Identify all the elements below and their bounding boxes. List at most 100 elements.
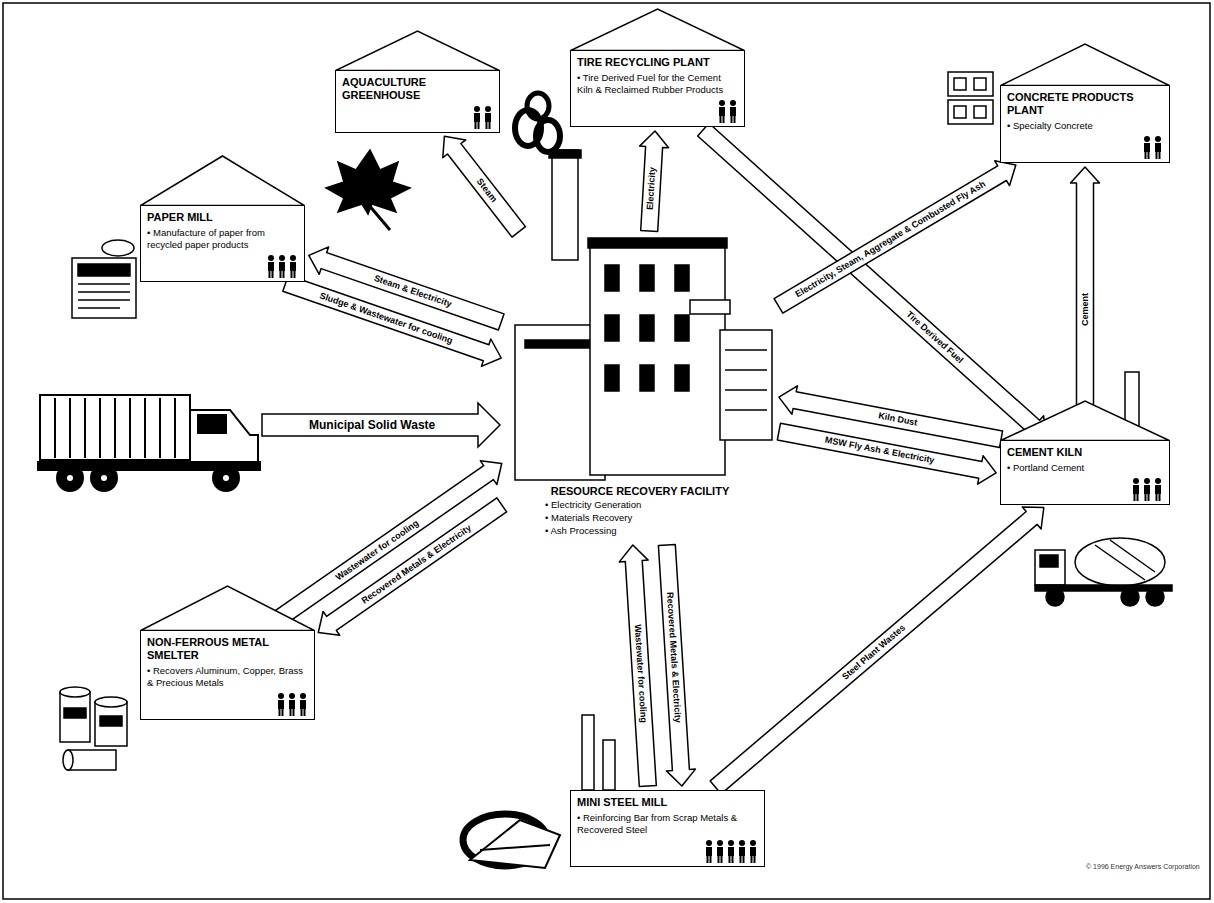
worker-figure-part (732, 856, 734, 863)
node-heading: CONCRETE PRODUCTS PLANT (1007, 91, 1163, 117)
node-body: • Recovers Aluminum, Copper, Brass & Pre… (147, 665, 308, 689)
worker-figure-part (751, 856, 753, 863)
scrap-pile-part (470, 820, 560, 868)
worker-figure-part (279, 709, 281, 716)
worker-figure-part (489, 122, 491, 129)
worker-figure-part (478, 122, 480, 129)
metal-cans-part (60, 687, 90, 697)
worker-figure-part (1144, 136, 1150, 142)
worker-figure-part (282, 709, 284, 716)
flow-arrow (261, 461, 502, 635)
input-label: Municipal Solid Waste (307, 418, 437, 432)
worker-figure-part (1145, 494, 1147, 501)
flow-arrow (318, 498, 506, 635)
flow-label: Recovered Metals & Electricity (358, 521, 475, 607)
worker-figure (728, 840, 734, 863)
facility-building-part (605, 265, 619, 291)
worker-figure-part (290, 262, 296, 271)
newspaper-figure-part (78, 291, 130, 293)
flow-arrow (619, 545, 656, 787)
roof-shape (1000, 44, 1169, 86)
worker-figure-part (1133, 478, 1139, 484)
node-heading: NON-FERROUS METAL SMELTER (147, 636, 308, 662)
worker-figure-part (740, 856, 742, 863)
flow-arrow-shape (318, 498, 506, 635)
worker-figure-part (723, 116, 725, 123)
worker-figure-part (1155, 136, 1161, 142)
worker-figure (300, 693, 306, 716)
worker-figure-part (719, 100, 725, 106)
metal-cans (60, 687, 127, 770)
worker-figure-part (739, 847, 745, 856)
newspaper-figure-part (78, 307, 120, 309)
garbage-truck-part (54, 398, 56, 458)
worker-figure-part (720, 116, 722, 123)
worker-figure-part (272, 271, 274, 278)
worker-figure-part (710, 856, 712, 863)
worker-figure-part (739, 840, 745, 846)
cement-truck-part (1110, 540, 1155, 572)
worker-figures (266, 254, 299, 278)
worker-figure (750, 840, 756, 863)
worker-figure-part (1156, 494, 1158, 501)
worker-figures (276, 692, 309, 716)
flow-arrow-shape (698, 123, 1046, 437)
roof-outline (570, 8, 745, 51)
worker-figure-part (280, 271, 282, 278)
worker-figure-part (290, 255, 296, 261)
concrete-blocks-part (954, 106, 966, 118)
garbage-truck-part (174, 398, 176, 458)
plant-node: NON-FERROUS METAL SMELTER • Recovers Alum… (140, 630, 315, 720)
worker-figure-part (1155, 485, 1161, 494)
worker-figure-part (1144, 478, 1150, 484)
worker-figure (1144, 136, 1150, 159)
roof-shape (140, 156, 304, 206)
worker-figure-part (291, 271, 293, 278)
worker-figure-part (754, 856, 756, 863)
worker-figure-part (730, 107, 736, 116)
worker-figure-part (269, 271, 271, 278)
worker-figure-part (279, 262, 285, 271)
worker-figure (730, 100, 736, 123)
roof-shape (570, 9, 744, 51)
facility-building-part (675, 365, 689, 391)
cement-truck (1035, 538, 1172, 606)
worker-figure-part (279, 255, 285, 261)
newspaper-figure-part (102, 240, 134, 256)
facility-building-part (590, 245, 725, 475)
flow-arrow (640, 131, 669, 232)
node-heading: AQUACULTURE GREENHOUSE (342, 76, 493, 102)
worker-figure-part (1137, 494, 1139, 501)
newspaper-figure-part (72, 258, 136, 318)
frame (3, 3, 1210, 899)
flow-arrow (710, 507, 1044, 794)
worker-figure-part (1148, 152, 1150, 159)
concrete-blocks (948, 72, 993, 124)
worker-figure (719, 100, 725, 123)
plant-node: AQUACULTURE GREENHOUSE (335, 70, 500, 133)
worker-figure-part (718, 856, 720, 863)
worker-figure-part (729, 856, 731, 863)
worker-figure-part (734, 116, 736, 123)
metal-cans-part (64, 708, 86, 718)
steel-mill-stacks-part (603, 740, 615, 790)
metal-cans-part (100, 716, 122, 726)
concrete-blocks-part (948, 72, 993, 96)
facility-building-part (675, 265, 689, 291)
garbage-truck-part (91, 465, 117, 491)
worker-figure (289, 693, 295, 716)
garbage-truck-part (213, 465, 239, 491)
node-heading: TIRE RECYCLING PLANT (577, 56, 738, 69)
worker-figure-part (706, 847, 712, 856)
worker-figure (485, 106, 491, 129)
roof-shape (335, 31, 499, 71)
garbage-truck (38, 395, 260, 491)
flow-label: Tire Derived Fuel (902, 308, 967, 368)
worker-figure-part (1148, 494, 1150, 501)
worker-figure (290, 255, 296, 278)
garbage-truck-part (69, 398, 71, 458)
worker-figure (739, 840, 745, 863)
node-body: • Manufacture of paper from recycled pap… (147, 227, 298, 251)
cement-truck-part (1035, 550, 1065, 585)
facility-building-part (605, 365, 619, 391)
